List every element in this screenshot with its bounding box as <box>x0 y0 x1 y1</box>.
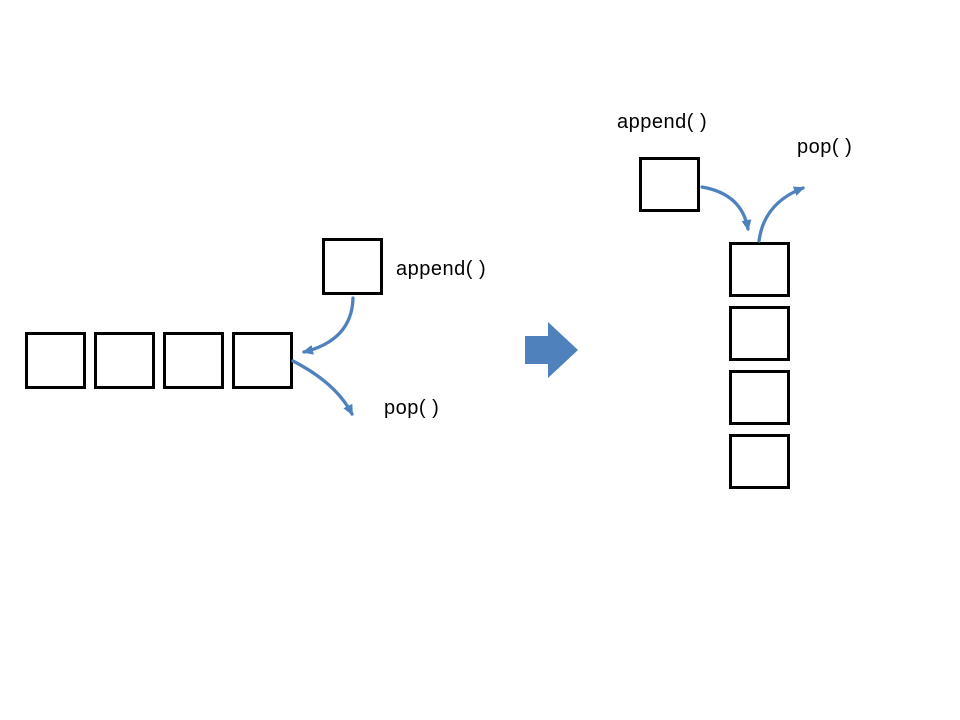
list-cell <box>94 332 155 389</box>
pop-arrow-icon-right <box>757 186 805 243</box>
list-row <box>25 332 293 389</box>
stack-cell <box>729 306 790 361</box>
incoming-element-box-left <box>322 238 383 295</box>
append-arrow-icon-left <box>302 296 355 355</box>
stack-cell <box>729 434 790 489</box>
stack-cell <box>729 242 790 297</box>
list-cell <box>163 332 224 389</box>
append-label-right: append( ) <box>617 111 708 133</box>
pop-label-right: pop( ) <box>797 136 853 158</box>
incoming-element-box-right <box>639 157 700 212</box>
list-cell <box>232 332 293 389</box>
transition-arrow-icon <box>525 322 578 378</box>
append-label-left: append( ) <box>396 258 487 280</box>
append-arrow-icon-right <box>700 185 752 231</box>
stack-column <box>729 242 790 489</box>
list-cell <box>25 332 86 389</box>
pop-arrow-icon-left <box>291 359 354 416</box>
pop-label-left: pop( ) <box>384 397 440 419</box>
stack-cell <box>729 370 790 425</box>
